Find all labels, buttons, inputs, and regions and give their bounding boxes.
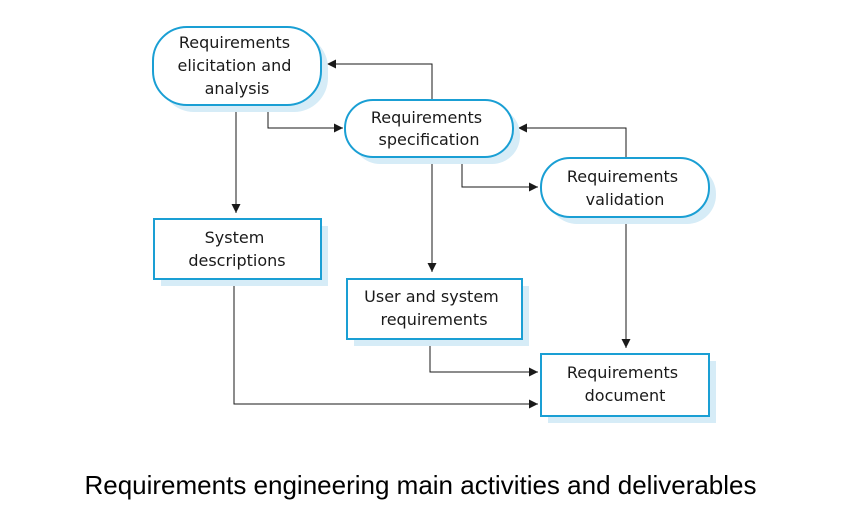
label-line: descriptions (188, 251, 285, 270)
node-requirements-specification: Requirements specification (344, 99, 520, 164)
arrow-specification-to-elicitation (327, 59, 433, 100)
label-line: Requirements (567, 363, 678, 382)
node-user-and-system-requirements: User and system requirements (346, 278, 529, 346)
node-border (346, 278, 523, 340)
node-label: Requirements specification (371, 108, 487, 149)
arrow-specification-to-validation (461, 157, 538, 192)
node-label: Requirements validation (567, 167, 683, 209)
node-border (540, 157, 710, 218)
label-line: User and system (364, 287, 499, 306)
label-line: validation (586, 190, 665, 209)
connectors (231, 59, 631, 409)
arrow-validation-to-specification (518, 123, 627, 158)
node-label: User and system requirements (364, 287, 504, 329)
node-label: System descriptions (188, 228, 285, 270)
arrow-system-descriptions-to-document (233, 280, 538, 409)
label-line: Requirements (179, 33, 290, 52)
node-label: Requirements elicitation and analysis (178, 33, 297, 98)
label-line: elicitation and (178, 56, 292, 75)
node-label: Requirements document (567, 363, 683, 405)
requirements-engineering-diagram: Requirements elicitation and analysis Re… (152, 26, 716, 423)
arrow-user-system-requirements-to-document (429, 339, 538, 377)
label-line: System (205, 228, 265, 247)
node-border (344, 99, 514, 158)
figure-caption: Requirements engineering main activities… (84, 470, 757, 500)
label-line: Requirements (371, 108, 482, 127)
node-border (152, 26, 322, 106)
node-requirements-document: Requirements document (540, 353, 716, 423)
label-line: document (585, 386, 666, 405)
node-requirements-elicitation-and-analysis: Requirements elicitation and analysis (152, 26, 328, 112)
label-line: requirements (380, 310, 487, 329)
label-line: analysis (205, 79, 270, 98)
node-system-descriptions: System descriptions (153, 218, 328, 286)
arrow-elicitation-to-specification (267, 105, 343, 133)
node-border (540, 353, 710, 417)
node-requirements-validation: Requirements validation (540, 157, 716, 224)
label-line: specification (379, 130, 480, 149)
node-border (153, 218, 322, 280)
label-line: Requirements (567, 167, 678, 186)
